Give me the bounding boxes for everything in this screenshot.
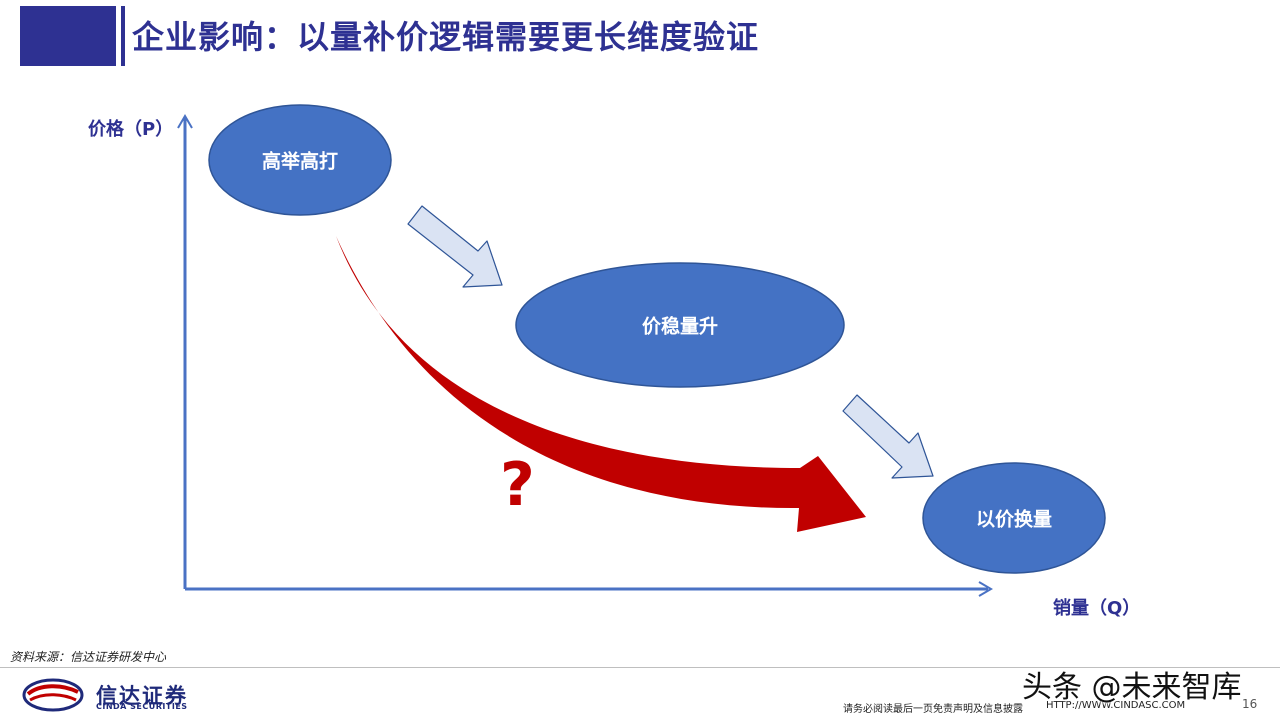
y-axis-arrowhead xyxy=(177,114,193,129)
watermark: 头条 @未来智库 xyxy=(1022,670,1242,705)
step-arrow-2 xyxy=(842,394,934,479)
node-stable-price xyxy=(515,262,845,388)
y-axis-label: 价格（P） xyxy=(88,119,174,140)
page-number: 16 xyxy=(1242,697,1258,711)
step-arrow-1 xyxy=(407,205,503,288)
website-link[interactable]: HTTP://WWW.CINDASC.COM xyxy=(1046,700,1186,711)
node-label-volume-for-price: 以价换量 xyxy=(975,508,1053,531)
node-label-stable-price: 价稳量升 xyxy=(641,315,719,338)
x-axis-label: 销量（Q） xyxy=(1053,598,1141,619)
header-divider-bar xyxy=(121,6,125,66)
curve-arrow xyxy=(336,236,866,532)
header-color-block xyxy=(20,6,116,66)
source-note: 资料来源：信达证券研发中心 xyxy=(10,650,167,664)
disclaimer-text: 请务必阅读最后一页免责声明及信息披露 xyxy=(843,704,1023,715)
page-title: 企业影响：以量补价逻辑需要更长维度验证 xyxy=(132,18,760,56)
logo-chinese-name: 信达证券 xyxy=(96,684,188,708)
logo-english-name: CINDA SECURITIES xyxy=(96,702,188,711)
question-mark: ? xyxy=(500,450,535,520)
node-high-price xyxy=(208,104,392,216)
footer-divider xyxy=(0,667,1280,668)
node-label-high-price: 高举高打 xyxy=(261,150,339,173)
x-axis-arrowhead xyxy=(978,581,993,597)
cinda-logo-icon xyxy=(22,678,84,712)
node-volume-for-price xyxy=(922,462,1106,574)
